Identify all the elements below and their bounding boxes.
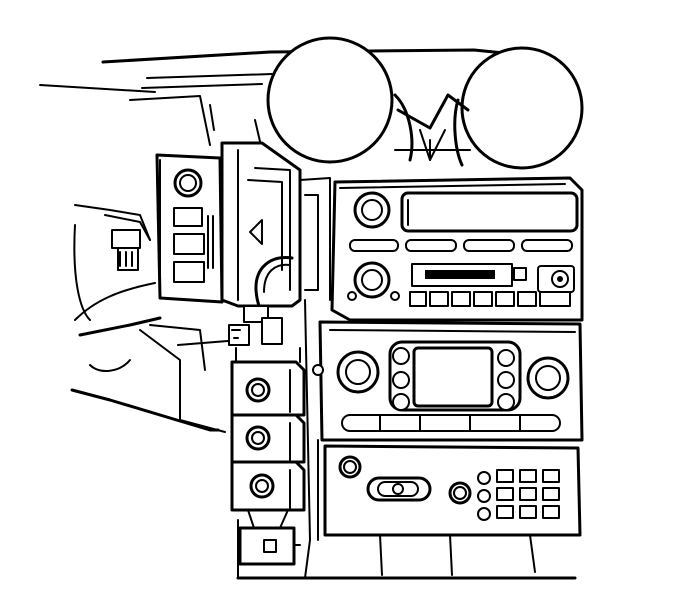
left-dash-contour: [72, 205, 240, 432]
right-gauge: [455, 48, 582, 168]
center-bracket: [222, 143, 330, 306]
left-gauge: [268, 38, 412, 162]
gauge-center-bracket: [395, 95, 470, 160]
switch-stack: [232, 348, 304, 564]
wiring-harness: [229, 258, 292, 345]
climate-control-panel: [313, 322, 582, 440]
radio-unit: [332, 178, 582, 320]
lower-dash-contour: [238, 300, 575, 578]
left-switch-module: [157, 155, 222, 302]
left-harness-connector: [105, 215, 150, 270]
lower-control-panel: [325, 446, 580, 535]
